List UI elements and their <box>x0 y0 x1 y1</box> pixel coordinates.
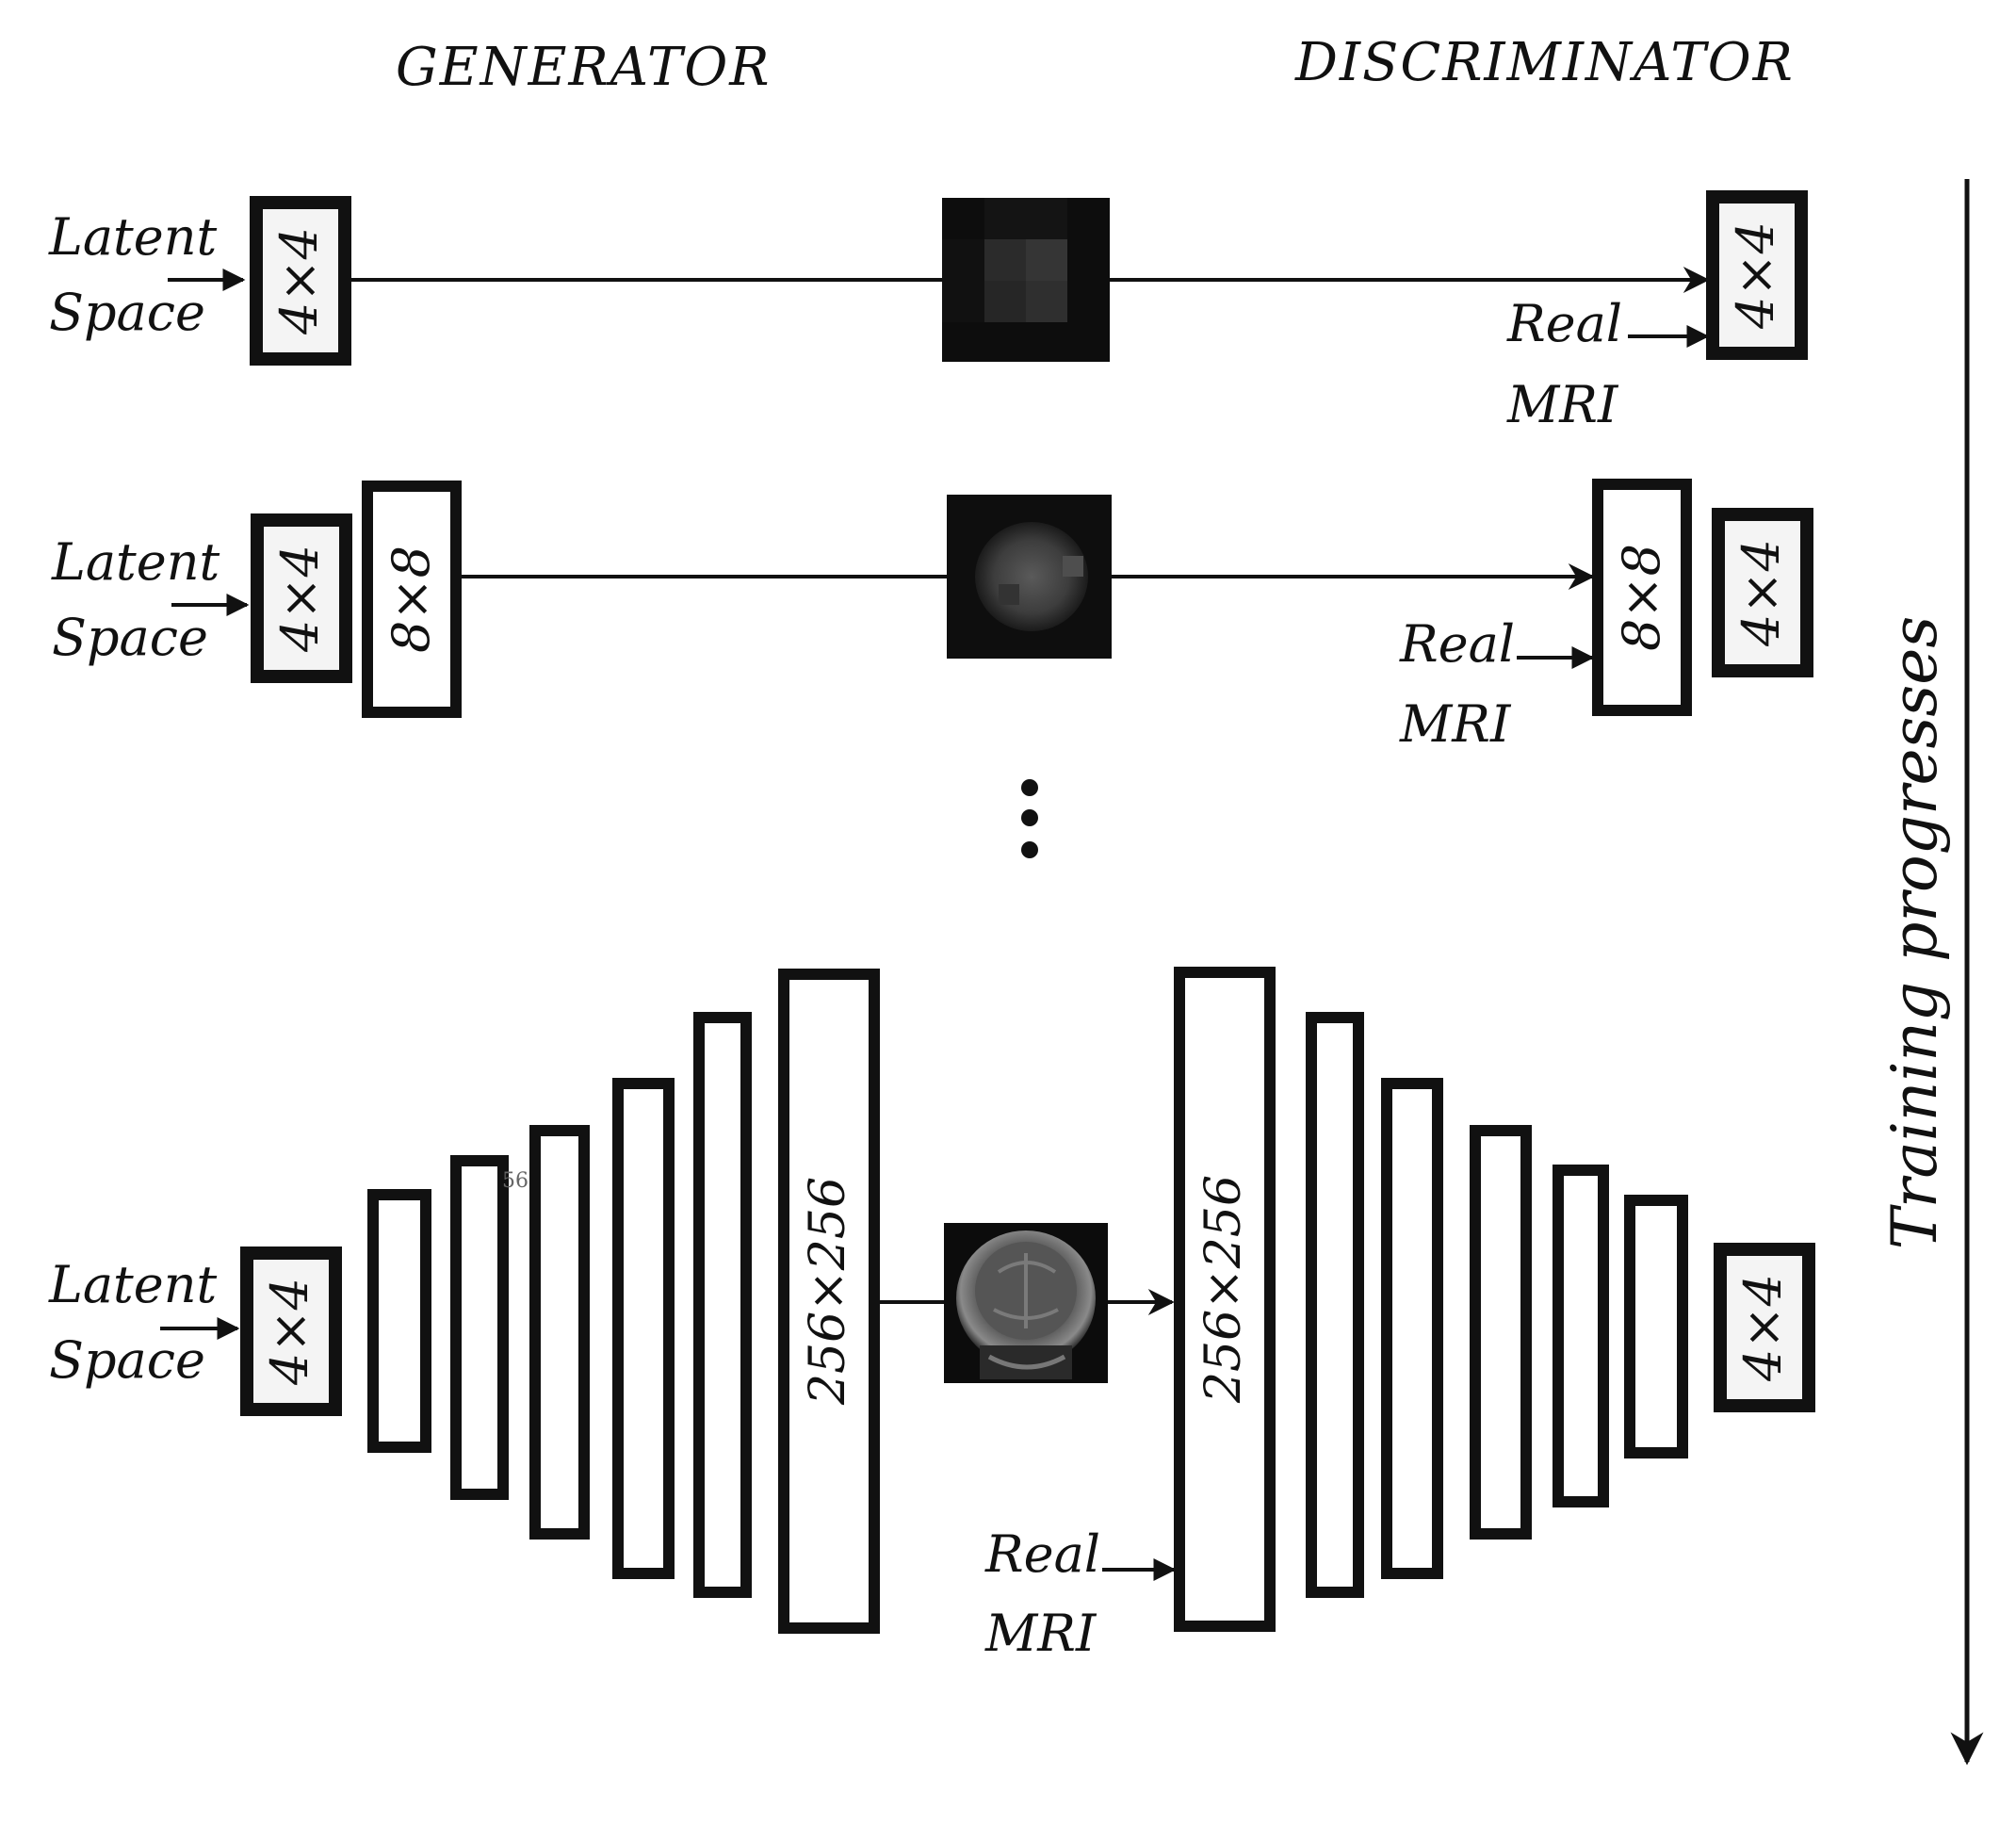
stage-1-row: Latent Space 4×4 4×4 Real MRI <box>48 190 1808 434</box>
discriminator-block-4x4 <box>1712 508 1813 677</box>
discriminator-block-256x256 <box>1174 967 1276 1632</box>
generated-image-256x256-mri <box>944 1223 1108 1383</box>
generator-block <box>450 1155 509 1500</box>
latent-space-label-line1: Latent <box>48 1255 217 1314</box>
discriminator-block <box>1381 1078 1443 1579</box>
training-progresses-label: Training progresses <box>1878 616 1951 1249</box>
latent-space-label-line2: Space <box>49 1330 205 1390</box>
generator-block-4x4-label: 4×4 <box>269 227 329 335</box>
generated-image-8x8 <box>947 495 1112 659</box>
generator-block-8x8 <box>362 481 462 718</box>
discriminator-block <box>1470 1125 1532 1540</box>
discriminator-block-4x4 <box>1706 190 1808 360</box>
generator-block <box>612 1078 675 1579</box>
discriminator-block-256x256-label: 256×256 <box>1195 1175 1252 1404</box>
generator-block-4x4-label: 4×4 <box>270 545 330 653</box>
generator-block-4x4 <box>240 1247 342 1416</box>
real-mri-label-line1: Real <box>1399 614 1515 674</box>
generator-block <box>693 1012 752 1598</box>
discriminator-block-4x4 <box>1714 1243 1815 1412</box>
discriminator-block <box>1624 1195 1688 1458</box>
generator-block-4x4 <box>251 513 352 683</box>
discriminator-header: DISCRIMINATOR <box>1294 32 1795 93</box>
generator-block <box>367 1189 431 1453</box>
latent-space-label-line1: Latent <box>51 532 219 592</box>
real-mri-label-line2: MRI <box>1506 375 1619 434</box>
discriminator-block <box>1553 1165 1609 1507</box>
training-progress-axis: Training progresses <box>1878 179 1984 1766</box>
real-mri-label-line2: MRI <box>984 1604 1097 1663</box>
real-mri-label-line1: Real <box>984 1524 1100 1584</box>
stray-label-fragment: 56 <box>502 1169 528 1193</box>
latent-space-label-line1: Latent <box>48 207 217 267</box>
discriminator-block-4x4-label: 4×4 <box>1731 539 1791 647</box>
discriminator-block-4x4-label: 4×4 <box>1726 221 1785 330</box>
ellipsis-dots <box>1021 779 1038 858</box>
generator-header: GENERATOR <box>396 37 771 98</box>
discriminator-block-4x4-label: 4×4 <box>1733 1274 1793 1382</box>
generated-image-4x4 <box>942 198 1110 362</box>
stage-final-row: Latent Space 4×4 56 256×256 256×256 <box>48 967 1815 1663</box>
latent-space-label-line2: Space <box>52 608 208 667</box>
real-mri-label-line2: MRI <box>1399 694 1512 754</box>
stage-2-row: Latent Space 4×4 8×8 8×8 4×4 Real MRI <box>51 479 1813 754</box>
latent-space-label-line2: Space <box>49 283 205 342</box>
discriminator-block-8x8 <box>1592 479 1692 716</box>
generator-block-256x256-label: 256×256 <box>800 1177 856 1406</box>
generator-block-4x4-label: 4×4 <box>260 1278 319 1386</box>
generator-block <box>529 1125 590 1540</box>
discriminator-block <box>1306 1012 1364 1598</box>
real-mri-label-line1: Real <box>1506 294 1622 353</box>
generator-block-8x8-label: 8×8 <box>382 546 441 653</box>
discriminator-block-8x8-label: 8×8 <box>1612 544 1671 651</box>
